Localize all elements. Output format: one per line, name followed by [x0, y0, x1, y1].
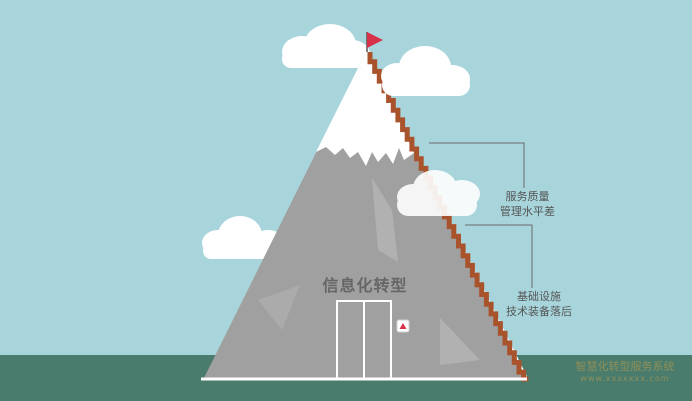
watermark-line: 智慧化转型服务系统	[575, 360, 675, 373]
flag	[367, 32, 383, 48]
watermark-line: www.xxxxxxx.com	[580, 374, 670, 383]
up-arrow-icon	[399, 323, 407, 329]
mountain-facet	[258, 285, 300, 330]
cloud-top-right	[381, 46, 470, 96]
staircase	[367, 52, 529, 382]
mountain-facet	[440, 318, 480, 365]
label-infrastructure: 基础设施 技术装备落后	[506, 289, 572, 319]
snow-cap	[316, 50, 414, 166]
callout-line-infra	[465, 224, 533, 288]
cloud-top-left	[282, 24, 370, 68]
cloud-middle	[397, 170, 480, 216]
label-line: 基础设施	[517, 290, 561, 303]
callout-line-service	[429, 142, 525, 188]
label-line: 技术装备落后	[506, 305, 572, 318]
watermark: 智慧化转型服务系统 www.xxxxxxx.com	[560, 360, 690, 384]
mountain	[203, 50, 527, 380]
mountain-title: 信息化转型	[322, 276, 408, 295]
label-line: 服务质量	[505, 190, 550, 203]
mountain-facet	[372, 178, 398, 262]
label-service-management: 服务质量 管理水平差	[500, 189, 555, 219]
label-line: 管理水平差	[500, 205, 555, 218]
